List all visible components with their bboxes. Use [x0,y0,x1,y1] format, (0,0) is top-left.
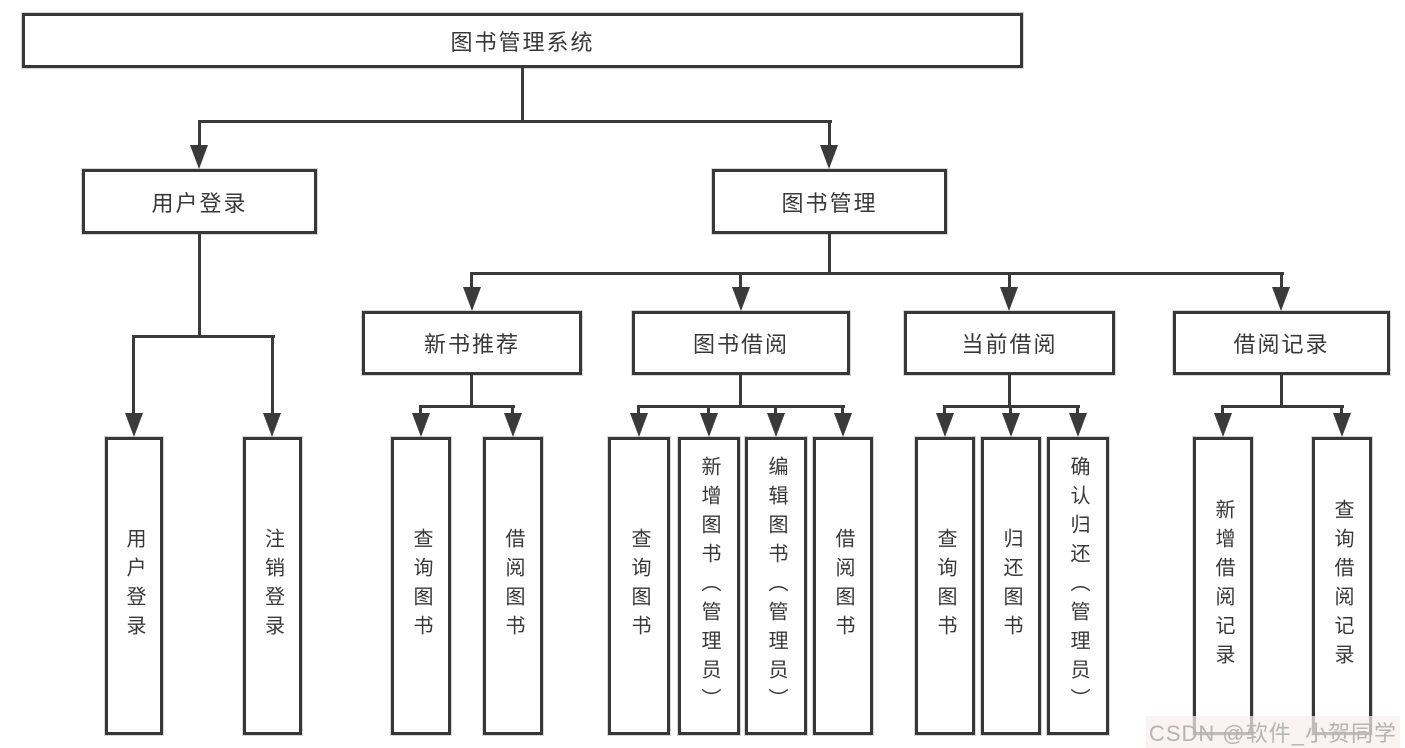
connector-root-stem [521,68,524,122]
leaf-logout-label: 注销登录 [261,528,284,644]
leaf-borrow-add: 新增图书（管理员） [678,437,740,735]
connector-drop-leaf [1009,405,1012,417]
leaf-borrow-query-label: 查询图书 [628,528,650,644]
leaf-record-query: 查询借阅记录 [1312,437,1372,735]
connector-borrow-stem [739,375,742,408]
leaf-current-return: 归还图书 [981,437,1041,735]
connector-drop-leaf [707,405,710,417]
leaf-current-query: 查询图书 [915,437,975,735]
connector-drop-leaf [1340,405,1343,417]
arrowhead-down-icon [732,287,750,311]
leaf-logout: 注销登录 [243,437,302,735]
node-borrow-record: 借阅记录 [1173,311,1390,375]
node-new-book-label: 新书推荐 [423,332,520,357]
node-root: 图书管理系统 [22,13,1023,68]
leaf-recommend-borrow-label: 借阅图书 [502,528,524,644]
arrowhead-down-icon [820,145,838,169]
leaf-record-add: 新增借阅记录 [1193,437,1253,735]
node-user-login-label: 用户登录 [151,190,248,216]
connector-drop-leaf [419,405,422,417]
arrowhead-down-icon [1000,287,1018,311]
node-book-borrow: 图书借阅 [632,311,850,375]
connector-root-hbar [198,120,832,123]
arrowhead-down-icon [630,413,648,437]
connector-recommend-hbar [419,405,515,408]
connector-manage-hbar [470,272,1284,275]
arrowhead-down-icon [263,413,281,437]
node-borrow-record-label: 借阅记录 [1233,332,1330,357]
connector-borrow-hbar [637,405,845,408]
leaf-borrow-edit-label: 编辑图书（管理员） [765,455,787,717]
node-new-book: 新书推荐 [362,311,582,375]
arrowhead-down-icon [463,287,481,311]
connector-login-stem [198,234,201,338]
arrowhead-down-icon [504,413,522,437]
connector-drop-leaf [1221,405,1224,417]
leaf-current-query-label: 查询图书 [934,528,956,644]
csdn-watermark: CSDN @软件_小贺同学 [1145,716,1400,748]
leaf-recommend-query: 查询图书 [391,437,451,735]
arrowhead-down-icon [767,413,785,437]
node-book-borrow-label: 图书借阅 [692,332,789,357]
leaf-recommend-query-label: 查询图书 [410,528,432,644]
connector-drop-leaf [774,405,777,417]
leaf-current-return-label: 归还图书 [1000,528,1022,644]
connector-drop-book-borrow [739,272,742,290]
node-user-login: 用户登录 [82,169,317,234]
connector-drop-leaf [943,405,946,417]
arrowhead-down-icon [1333,413,1351,437]
node-book-manage: 图书管理 [712,169,947,234]
connector-manage-stem [828,234,831,275]
leaf-borrow-borrow-label: 借阅图书 [832,528,854,644]
connector-login-hbar [132,335,275,338]
leaf-current-confirm: 确认归还（管理员） [1047,437,1109,735]
connector-drop-leaf [841,405,844,417]
connector-drop-book-manage [828,120,831,146]
leaf-current-confirm-label: 确认归还（管理员） [1067,455,1089,717]
connector-record-hbar [1221,405,1344,408]
connector-drop-leaf [1076,405,1079,417]
arrowhead-down-icon [834,413,852,437]
leaf-borrow-query: 查询图书 [608,437,670,735]
node-book-manage-label: 图书管理 [781,190,878,216]
connector-recommend-stem [470,375,473,408]
arrowhead-down-icon [1069,413,1087,437]
connector-drop-leaf [511,405,514,417]
arrowhead-down-icon [1002,413,1020,437]
node-root-label: 图书管理系统 [450,29,595,55]
arrowhead-down-icon [936,413,954,437]
node-current-borrow-label: 当前借阅 [961,332,1058,357]
arrowhead-down-icon [190,145,208,169]
connector-drop-new-book [470,272,473,290]
connector-drop-current-borrow [1008,272,1011,290]
connector-record-stem [1280,375,1283,408]
leaf-borrow-add-label: 新增图书（管理员） [698,455,720,717]
connector-drop-leaf [132,335,135,415]
leaf-record-query-label: 查询借阅记录 [1331,499,1353,673]
connector-drop-leaf [637,405,640,417]
arrowhead-down-icon [700,413,718,437]
connector-drop-borrow-record [1280,272,1283,290]
leaf-borrow-borrow: 借阅图书 [813,437,873,735]
node-current-borrow: 当前借阅 [904,311,1115,375]
leaf-user-login: 用户登录 [105,437,163,735]
connector-drop-leaf [271,335,274,415]
arrowhead-down-icon [125,413,143,437]
arrowhead-down-icon [1272,287,1290,311]
leaf-borrow-edit: 编辑图书（管理员） [745,437,807,735]
connector-drop-user-login [198,120,201,146]
leaf-user-login-label: 用户登录 [123,528,145,644]
leaf-recommend-borrow: 借阅图书 [483,437,543,735]
connector-current-stem [1008,375,1011,408]
arrowhead-down-icon [1214,413,1232,437]
arrowhead-down-icon [412,413,430,437]
leaf-record-add-label: 新增借阅记录 [1212,499,1234,673]
